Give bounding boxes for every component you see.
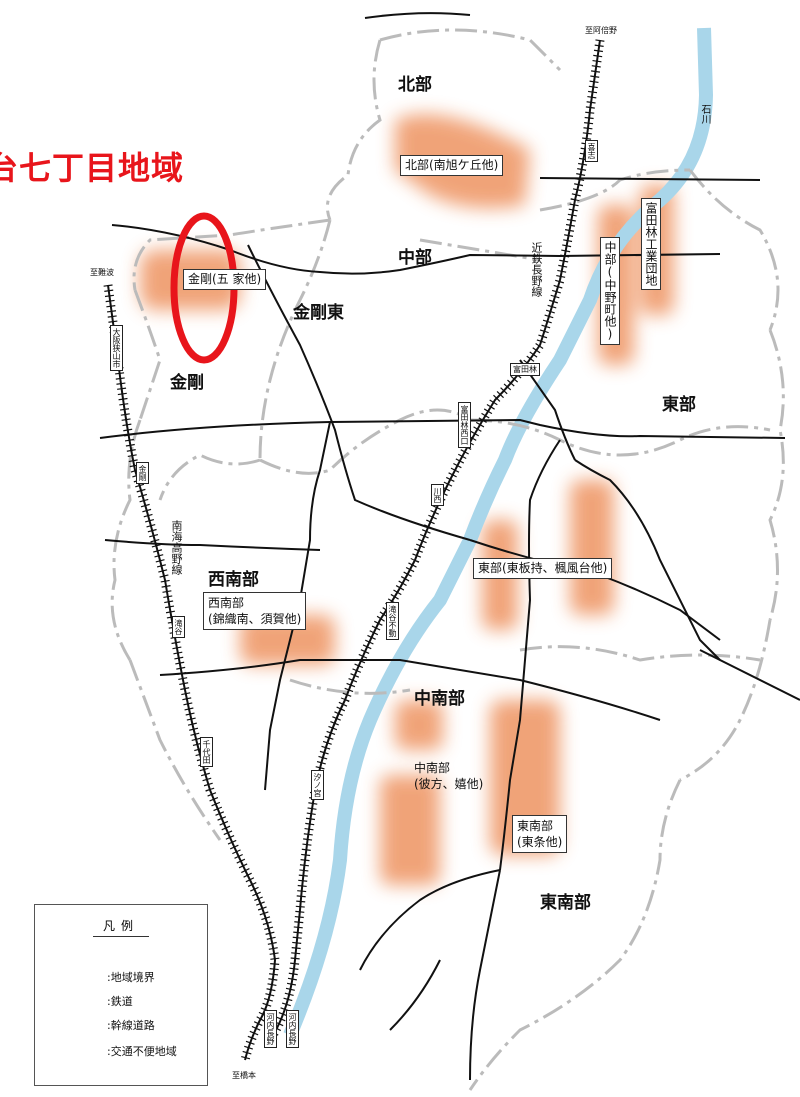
area-label-seinanbu-line2: (錦織南、須賀他) [208, 612, 302, 626]
region-label-seinanbu: 西南部 [208, 570, 259, 590]
area-label-tonanbu-line2: (東条他) [517, 835, 563, 849]
area-label-seinanbu-line1: 西南部 [208, 596, 245, 610]
station-kawachinagano-kintetsu: 河内長野 [286, 1010, 299, 1048]
legend-text-railway: :鉄道 [107, 995, 133, 1008]
region-label-tobu: 東部 [662, 395, 696, 415]
station-kawachinagano-nankai: 河内長野 [264, 1010, 277, 1048]
legend-row-area: :交通不便地域 [45, 1041, 205, 1061]
area-label-tomita-industrial: 富田林工業団地 [641, 198, 661, 290]
area-label-chunanbu-line2: (彼方、嬉他) [414, 777, 484, 791]
legend-text-road: :幹線道路 [107, 1019, 155, 1032]
station-osakasayama: 大阪狭山市 [110, 325, 123, 371]
station-takiya-fudo: 滝谷不動 [386, 602, 399, 640]
legend-title: 凡例 [35, 917, 207, 937]
rail-kintetsu-ties [266, 39, 605, 1043]
area-label-hokubu: 北部(南旭ケ丘他) [400, 155, 504, 176]
destination-namba: 至難波 [90, 268, 114, 277]
area-label-chunanbu-line1: 中南部 [414, 761, 451, 775]
station-tondabayashi-nishiguchi: 富田林西口 [458, 402, 471, 448]
region-label-chubu: 中部 [398, 248, 432, 268]
station-shionomiya: 汐ノ宮 [311, 770, 324, 800]
rail-label-kintetsu: 近鉄長野線 [530, 242, 543, 297]
rail-label-nankai: 南海高野線 [170, 520, 183, 575]
region-label-hokubu: 北部 [398, 75, 432, 95]
area-label-tonanbu-line1: 東南部 [517, 819, 554, 833]
area-chunanbu-2 [380, 775, 440, 885]
station-tondabayashi: 富田林 [510, 363, 540, 376]
headline-title: 台七丁目地域 [0, 149, 185, 187]
legend-row-railway: :鉄道 [45, 991, 205, 1011]
area-tobu-2 [570, 480, 614, 615]
legend-text-boundary: :地域境界 [107, 971, 155, 984]
region-label-kongo-higashi: 金剛東 [293, 303, 344, 323]
river-label: 石川 [699, 104, 710, 124]
region-label-kongo: 金剛 [170, 373, 204, 393]
region-label-tonanbu: 東南部 [540, 893, 591, 913]
legend-text-area: :交通不便地域 [107, 1045, 177, 1058]
legend: 凡例 :地域境界 :鉄道 :幹線道路 :交通不便地域 [34, 904, 208, 1086]
area-chunanbu-1 [395, 700, 443, 750]
destination-hashimoto: 至橋本 [232, 1071, 256, 1080]
area-label-tonanbu: 東南部 (東条他) [512, 815, 568, 853]
area-label-chunanbu: 中南部 (彼方、嬉他) [410, 758, 487, 794]
station-kawanishi: 川西 [431, 484, 444, 506]
region-label-chunanbu: 中南部 [414, 689, 465, 709]
station-kongo: 金剛 [136, 462, 149, 484]
destination-abeno: 至阿倍野 [585, 26, 617, 35]
legend-row-road: :幹線道路 [45, 1015, 205, 1035]
station-takiya: 滝谷 [172, 616, 185, 638]
legend-row-boundary: :地域境界 [45, 967, 205, 987]
area-label-seinanbu: 西南部 (錦織南、須賀他) [203, 592, 307, 630]
area-label-tobu: 東部(東板持、楓風台他) [473, 558, 613, 579]
area-label-chubu: 中部(中野町他) [600, 237, 620, 345]
station-kishi: 喜志 [585, 140, 598, 162]
area-label-kongo: 金剛(五 家他) [183, 269, 267, 290]
station-chiyoda: 千代田 [200, 737, 213, 767]
